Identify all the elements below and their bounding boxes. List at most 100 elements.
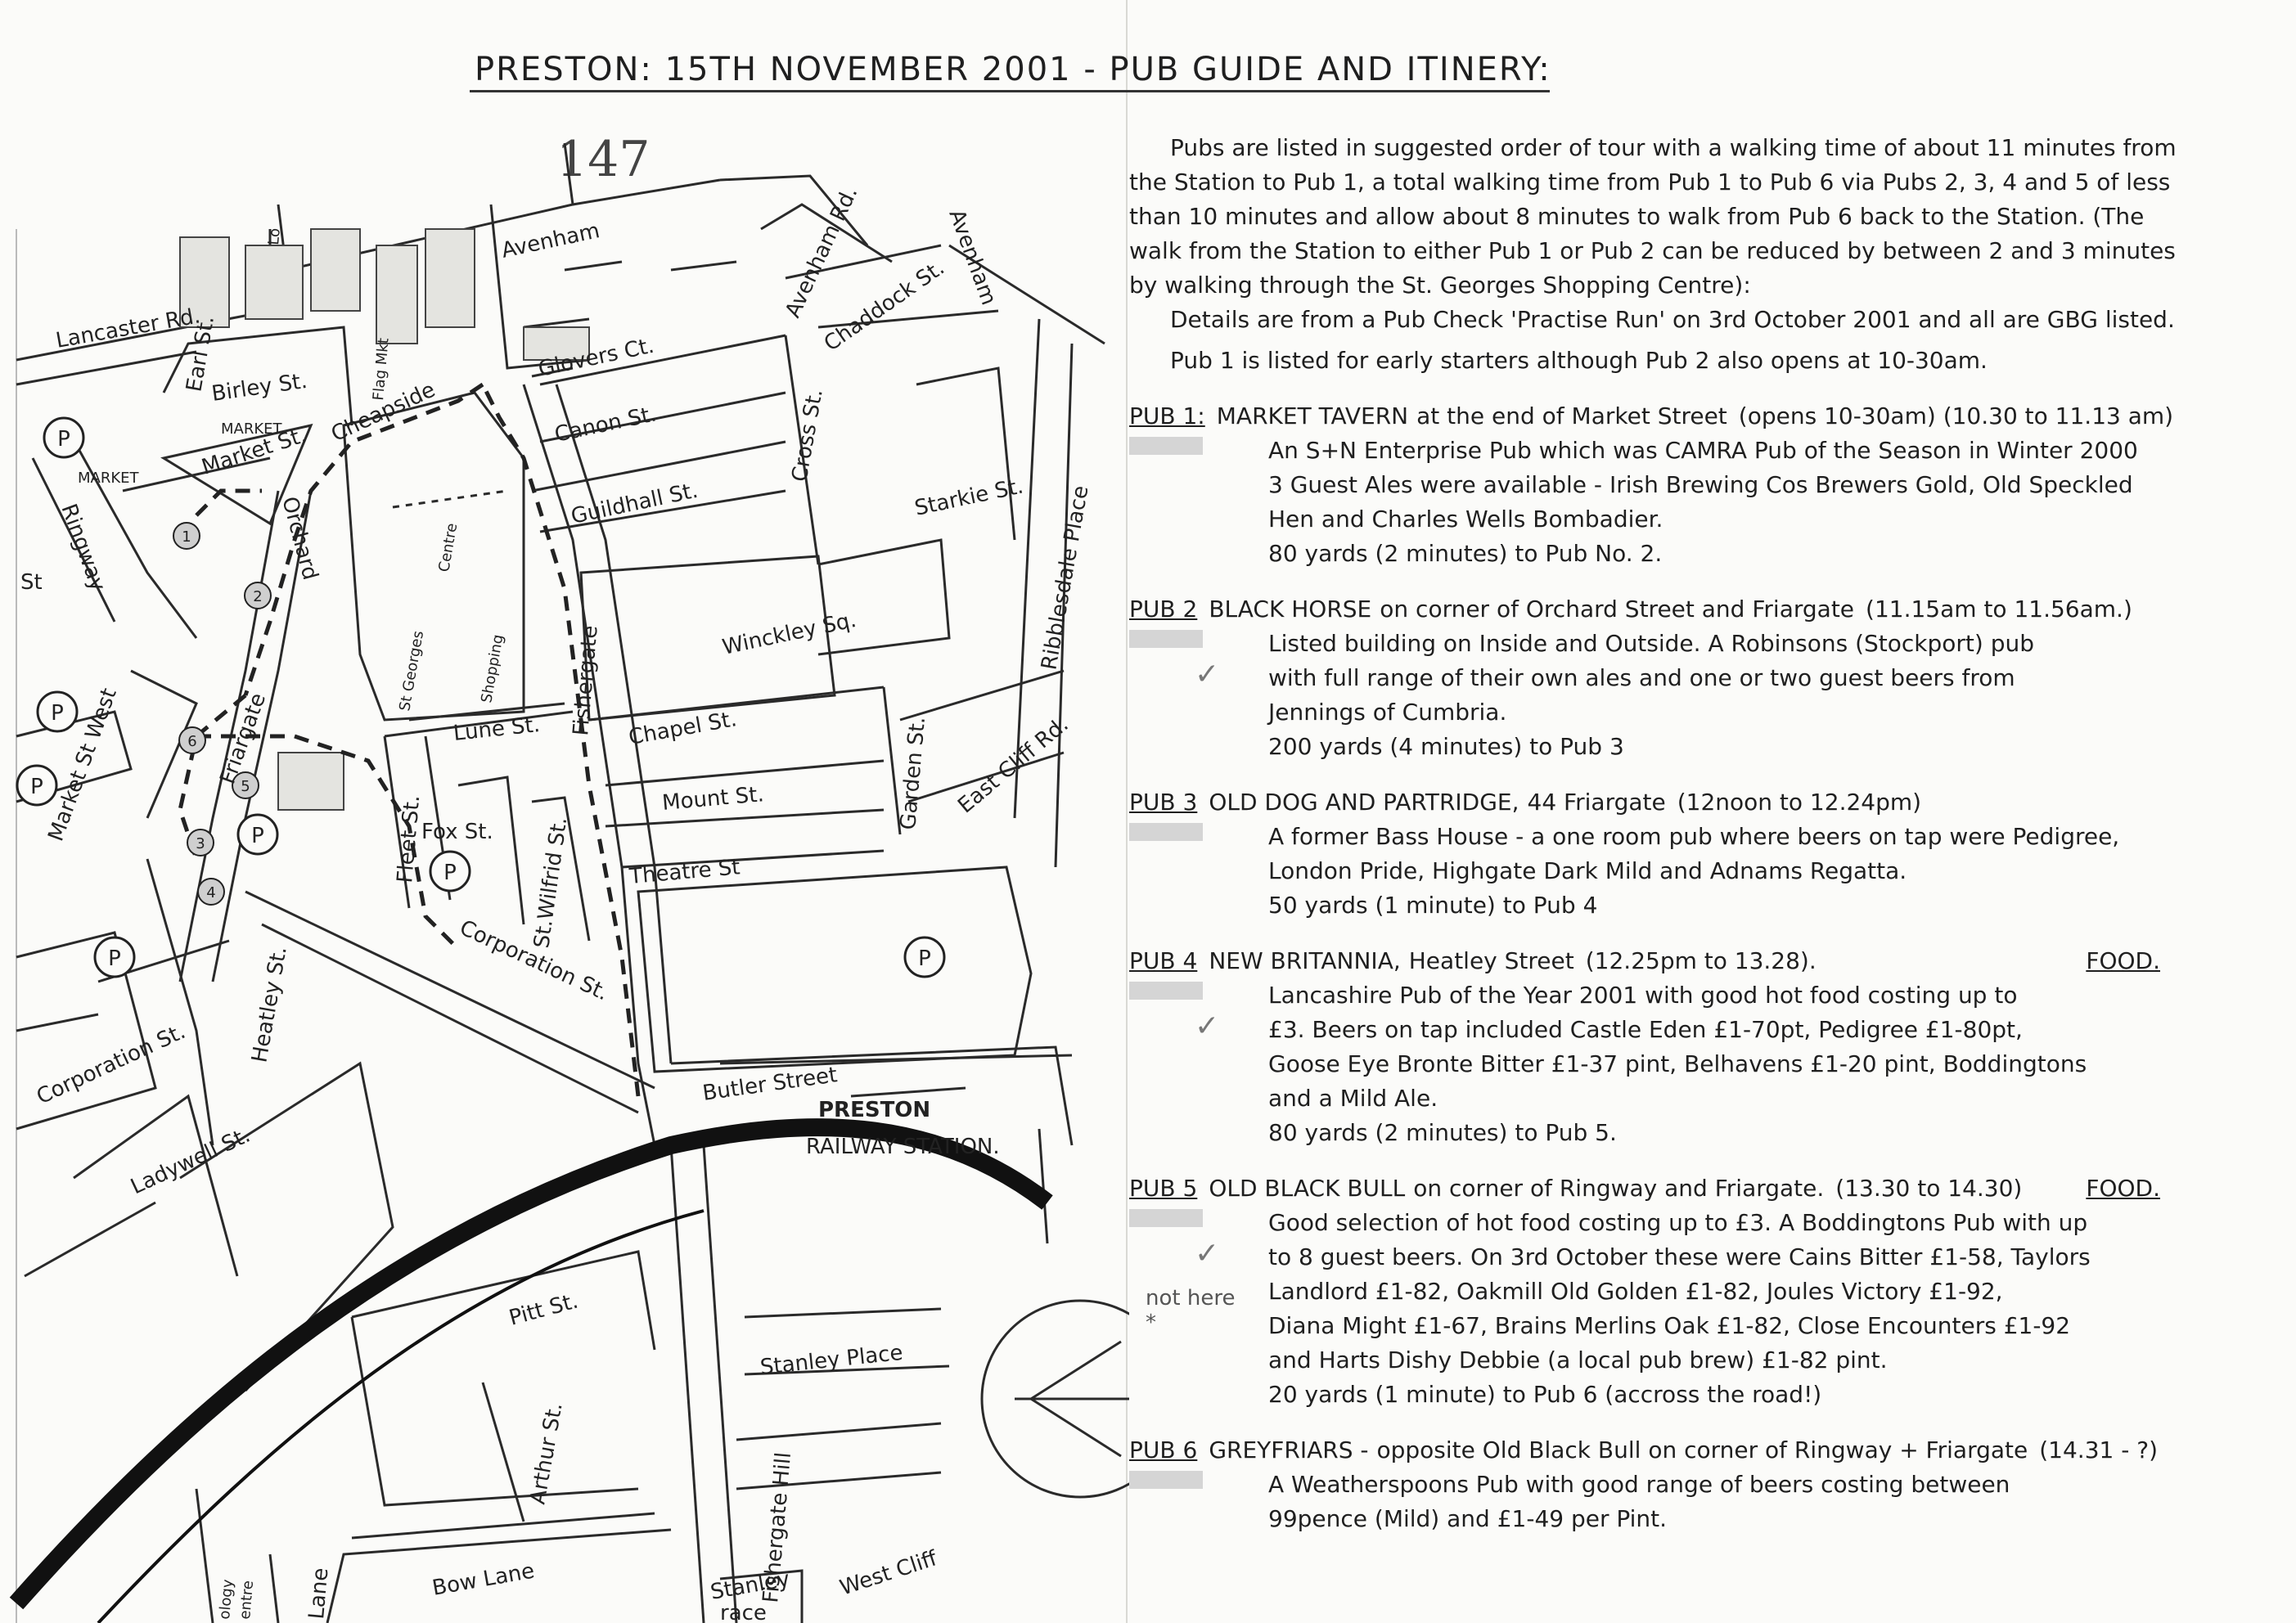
street-label: MARKET. bbox=[221, 420, 285, 438]
walking-distance: 200 yards (4 minutes) to Pub 3 bbox=[1268, 733, 1624, 760]
street-label: Centre bbox=[435, 522, 461, 573]
pub-description: Lancashire Pub of the Year 2001 with goo… bbox=[1268, 978, 2193, 1150]
street-label: Avenham bbox=[499, 218, 601, 263]
description-line: A former Bass House - a one room pub whe… bbox=[1268, 823, 2120, 850]
description-line: to 8 guest beers. On 3rd October these w… bbox=[1268, 1243, 2091, 1270]
intro-paragraph: Pub 1 is listed for early starters altho… bbox=[1170, 347, 1988, 374]
description-line: and a Mild Ale. bbox=[1268, 1085, 1438, 1112]
highlighter-mark bbox=[1129, 982, 1203, 1000]
street-label: Cross St. bbox=[787, 387, 827, 483]
description-line: London Pride, Highgate Dark Mild and Adn… bbox=[1268, 857, 1907, 884]
pub-name: MARKET TAVERN bbox=[1216, 402, 1409, 429]
description-line: £3. Beers on tap included Castle Eden £1… bbox=[1268, 1016, 2023, 1043]
description-line: with full range of their own ales and on… bbox=[1268, 664, 2015, 691]
pub-hours: (12.25pm to 13.28). bbox=[1585, 947, 1817, 974]
pub-hours: (13.30 to 14.30) bbox=[1835, 1175, 2023, 1202]
handwritten-page-number: 147 bbox=[556, 131, 651, 188]
description-line: A Weatherspoons Pub with good range of b… bbox=[1268, 1471, 2010, 1498]
pub-description: An S+N Enterprise Pub which was CAMRA Pu… bbox=[1268, 434, 2193, 571]
pub-itinerary-notes: Pubs are listed in suggested order of to… bbox=[1129, 131, 2193, 1536]
pub-location: opposite Old Black Bull on corner of Rin… bbox=[1376, 1436, 2028, 1463]
street-label: race bbox=[720, 1601, 767, 1623]
street-label: Fox St. bbox=[421, 820, 493, 844]
check-mark-icon: ✓ bbox=[1195, 658, 1220, 691]
pub-description: A former Bass House - a one room pub whe… bbox=[1268, 820, 2193, 923]
highlighter-mark bbox=[1129, 437, 1203, 455]
description-line: Landlord £1-82, Oakmill Old Golden £1-82… bbox=[1268, 1278, 2003, 1305]
pub-list: PUB 1: MARKET TAVERN at the end of Market … bbox=[1129, 399, 2193, 1536]
pub-name: BLACK HORSE bbox=[1209, 596, 1372, 623]
page-title: PRESTON: 15TH NOVEMBER 2001 - PUB GUIDE … bbox=[475, 51, 1551, 88]
parking-symbol: P bbox=[30, 775, 43, 799]
intro-paragraph: Details are from a Pub Check 'Practise R… bbox=[1170, 306, 2175, 333]
street-label: ology bbox=[216, 1578, 236, 1620]
pub-marker: 6 bbox=[187, 733, 196, 750]
street-label: Chaddock St. bbox=[820, 255, 949, 356]
pub-hours: (12noon to 12.24pm) bbox=[1677, 789, 1922, 816]
street-label: Garden St. bbox=[896, 716, 930, 831]
pub-marker: 4 bbox=[206, 884, 215, 901]
pub-name: NEW BRITANNIA, bbox=[1209, 947, 1401, 974]
highlighter-mark bbox=[1129, 630, 1203, 648]
street-label: Ladywell St. bbox=[127, 1123, 254, 1200]
pub-location: Heatley Street bbox=[1408, 947, 1574, 974]
street-label: Avenham Rd. bbox=[781, 183, 862, 321]
description-line: An S+N Enterprise Pub which was CAMRA Pu… bbox=[1268, 437, 2138, 464]
pub-location: at the end of Market Street bbox=[1416, 402, 1727, 429]
description-line: Listed building on Inside and Outside. A… bbox=[1268, 630, 2035, 657]
check-mark-icon: ✓ bbox=[1195, 1009, 1220, 1043]
pub-name: GREYFRIARS - bbox=[1209, 1436, 1369, 1463]
street-label: entre bbox=[236, 1580, 257, 1620]
pub-description: A Weatherspoons Pub with good range of b… bbox=[1268, 1468, 2193, 1536]
street-label: Pitt St. bbox=[506, 1289, 581, 1331]
parking-symbol: P bbox=[443, 861, 457, 885]
paper-fold bbox=[1126, 0, 1128, 1623]
pub-hours: (14.31 - ?) bbox=[2039, 1436, 2159, 1463]
street-label: Stanley Place bbox=[759, 1341, 904, 1380]
food-note: FOOD. bbox=[2086, 1175, 2160, 1202]
parking-symbol: P bbox=[57, 427, 70, 452]
highlighter-mark bbox=[1129, 1471, 1203, 1489]
street-label: Lane bbox=[304, 1567, 333, 1620]
description-line: 3 Guest Ales were available - Irish Brew… bbox=[1268, 471, 2133, 498]
street-label: Heatley St. bbox=[247, 945, 291, 1065]
pub-number: PUB 2 bbox=[1129, 596, 1198, 623]
pub-marker: 3 bbox=[196, 835, 205, 852]
street-label: Corporation St. bbox=[33, 1019, 189, 1109]
food-note: FOOD. bbox=[2086, 947, 2160, 974]
parking-symbol: P bbox=[108, 946, 121, 971]
pub-number: PUB 1: bbox=[1129, 402, 1205, 429]
street-label: Birley St. bbox=[210, 369, 309, 407]
handwritten-margin-note: not here * bbox=[1146, 1286, 1236, 1335]
station-label: RAILWAY STATION. bbox=[806, 1135, 1000, 1159]
description-line: Good selection of hot food costing up to… bbox=[1268, 1209, 2088, 1236]
highlighter-mark bbox=[1129, 1209, 1203, 1227]
street-label: Mount St. bbox=[661, 782, 765, 816]
pub-heading: PUB 1: MARKET TAVERN at the end of Market … bbox=[1129, 399, 2193, 434]
street-label: West Cliff bbox=[837, 1546, 941, 1601]
pub-marker: 2 bbox=[253, 588, 262, 605]
pub-marker: 5 bbox=[241, 778, 250, 795]
pub-location: 44 Friargate bbox=[1527, 789, 1666, 816]
pub-marker: 1 bbox=[182, 528, 191, 546]
check-mark-icon: ✓ bbox=[1195, 1237, 1220, 1270]
description-line: and Harts Dishy Debbie (a local pub brew… bbox=[1268, 1347, 1888, 1373]
street-label: Ribblesdale Place bbox=[1037, 483, 1093, 672]
street-label: Shopping bbox=[478, 633, 506, 704]
parking-symbol: P bbox=[918, 946, 931, 971]
street-label: Avenham bbox=[943, 206, 1001, 308]
pub-hours: (11.15am to 11.56am.) bbox=[1866, 596, 2132, 623]
walking-distance: 20 yards (1 minute) to Pub 6 (accross th… bbox=[1268, 1381, 1822, 1408]
street-label: East Cliff Rd. bbox=[953, 713, 1073, 819]
street-label: Starkie St. bbox=[912, 474, 1025, 520]
title-underline bbox=[470, 90, 1550, 92]
street-label: Lo bbox=[265, 227, 284, 245]
street-label: St.Wilfrid St. bbox=[529, 816, 572, 950]
